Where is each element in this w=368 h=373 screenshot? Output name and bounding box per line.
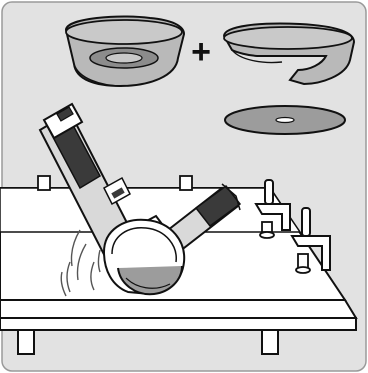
plus-sign: +: [191, 33, 211, 71]
cutting-disc-icon: [225, 106, 345, 134]
closed-cutting-guard-icon: [66, 17, 184, 87]
